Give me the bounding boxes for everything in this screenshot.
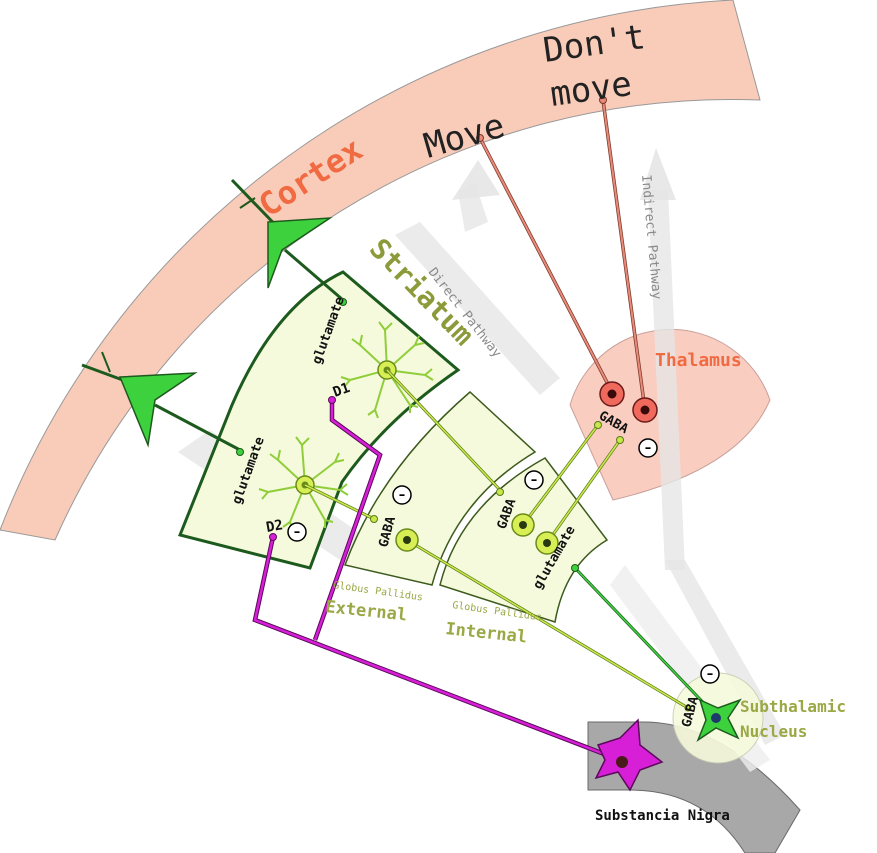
- svg-text:–: –: [399, 488, 406, 503]
- label-d1: D1: [331, 380, 352, 401]
- stn-neuron: [571, 564, 742, 742]
- cortex-thalamus-projections: [476, 96, 647, 411]
- svg-text:–: –: [294, 525, 301, 540]
- gpi-neurons: [511, 421, 624, 555]
- minus-sign-gpi: –: [524, 470, 544, 490]
- label-gp-internal: Internal: [444, 619, 528, 647]
- gpe-neuron: [395, 528, 689, 710]
- minus-sign-gpe: –: [392, 485, 412, 505]
- thalamus-neurons: [599, 381, 658, 423]
- substantia-nigra-neuron: [594, 718, 664, 792]
- label-thalamus: Thalamus: [655, 350, 742, 371]
- label-gp-external: External: [324, 597, 408, 625]
- globus-pallidus-internal-region: [439, 457, 609, 623]
- cortex-band: [0, 0, 761, 541]
- minus-sign-stn: –: [700, 664, 720, 684]
- cortex-neuron-upper: [230, 178, 347, 306]
- striatum-region: [177, 270, 461, 570]
- label-substantia-nigra: Substancia Nigra: [595, 808, 730, 824]
- label-nucleus: Nucleus: [740, 722, 807, 741]
- dopamine-projection: [252, 396, 626, 765]
- label-d2: D2: [265, 517, 284, 536]
- globus-pallidus-external-region: [344, 390, 537, 586]
- minus-sign-d2: –: [287, 522, 307, 542]
- label-subthalamic: Subthalamic: [740, 697, 846, 716]
- svg-text:–: –: [531, 473, 538, 488]
- striatum-neuron-d1: [340, 321, 504, 496]
- svg-text:–: –: [707, 667, 714, 682]
- striatum-neuron-d2: [258, 436, 378, 531]
- svg-text:–: –: [645, 441, 652, 456]
- cortex-neuron-lower: [81, 351, 244, 456]
- minus-sign-thalamus: –: [638, 438, 658, 458]
